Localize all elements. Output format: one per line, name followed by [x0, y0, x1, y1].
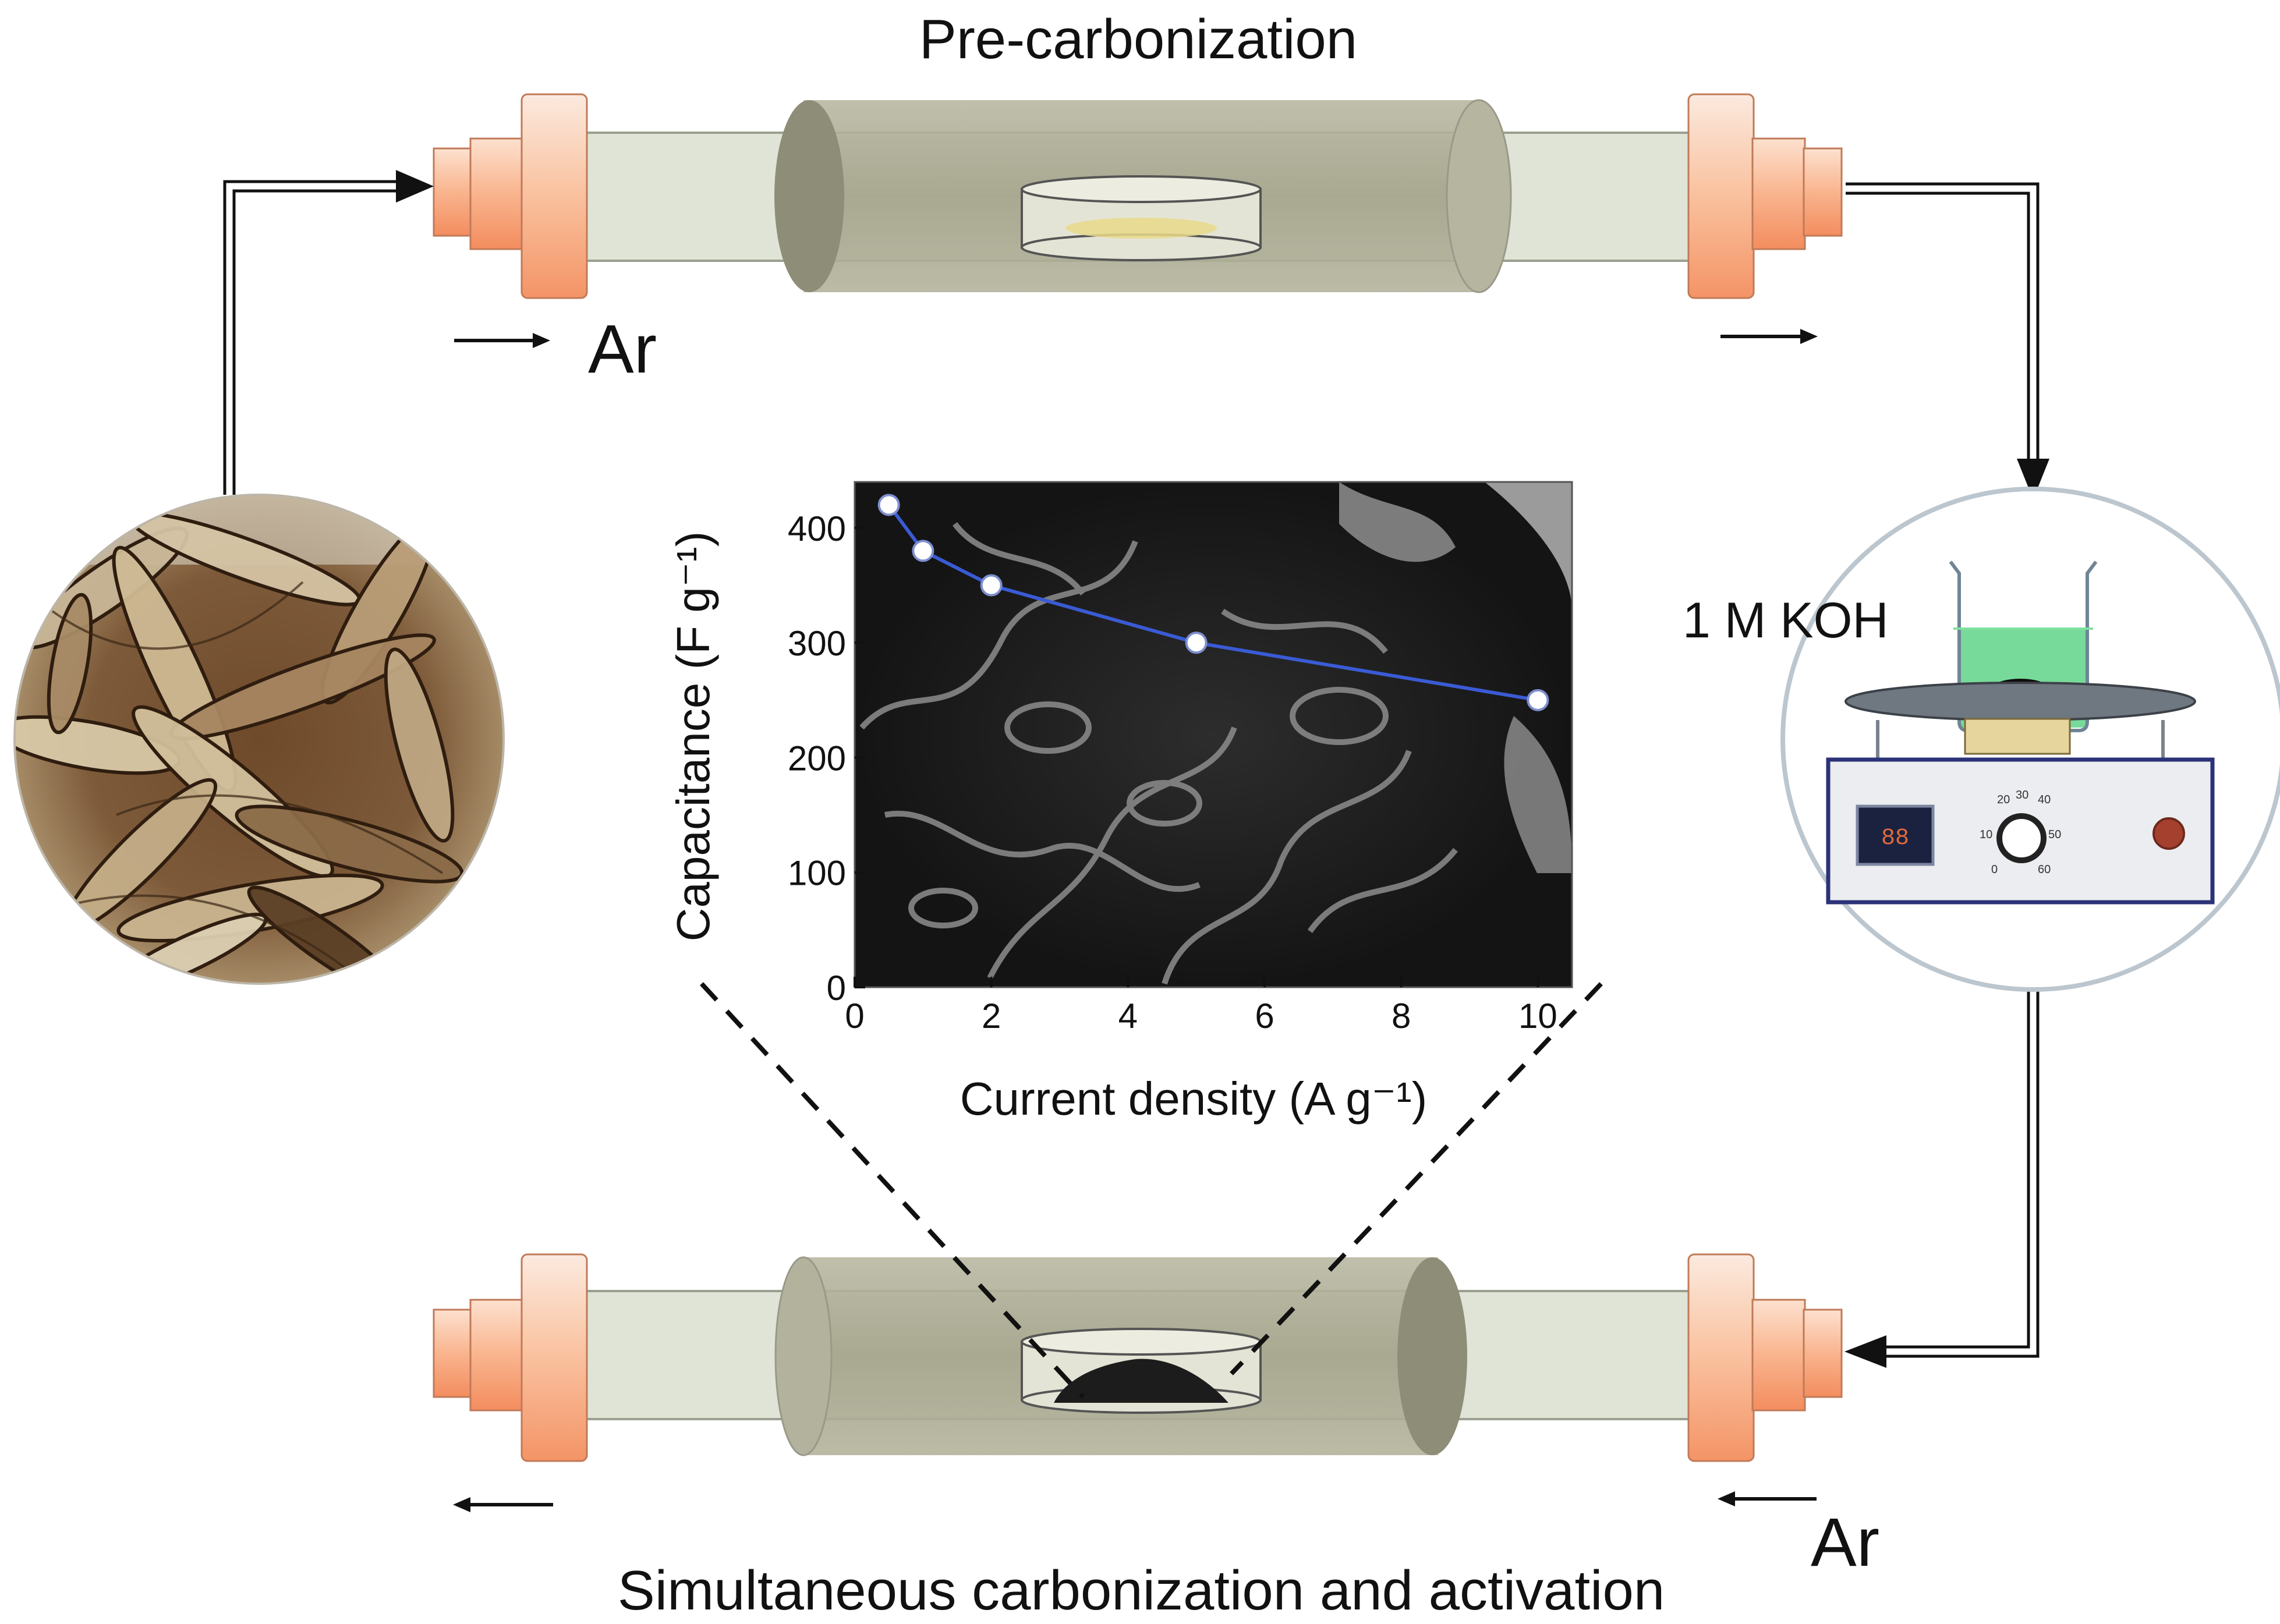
- flow-connector-bottom-right: [1886, 990, 2040, 1358]
- data-point: [1527, 689, 1549, 711]
- arrowhead-into-top-tube: [396, 170, 434, 203]
- top-right-end-cap: [1687, 93, 1843, 299]
- bottom-furnace-left-face: [774, 1256, 833, 1456]
- arrowhead-into-bottom-tube: [1844, 1335, 1886, 1368]
- x-tick-label: 8: [1392, 997, 1411, 1036]
- x-tick-label: 10: [1518, 997, 1557, 1036]
- top-process-label: Pre-carbonization: [919, 8, 1357, 70]
- stirrer-dial: 20 30 40 50 60 10 0: [1980, 789, 2061, 876]
- x-tick-label: 6: [1255, 997, 1274, 1036]
- top-outlet-flow-arrow: [1720, 329, 1818, 344]
- reagent-label: 1 M KOH: [1683, 593, 1889, 648]
- bottom-process-label: Simultaneous carbonization and activatio…: [618, 1559, 1665, 1622]
- stirrer-power-knob: [2152, 817, 2185, 850]
- svg-text:0: 0: [1991, 863, 1998, 876]
- bottom-tube-furnace: Ar Simultaneous carbonization and activa…: [433, 1253, 1879, 1622]
- bottom-furnace-right-face: [1397, 1257, 1467, 1455]
- zoom-lines: [700, 982, 1603, 1399]
- svg-text:40: 40: [2038, 793, 2051, 806]
- koh-stirrer-panel: 1 M KOH 88 20 30 40 50 60 10 0: [1683, 487, 2280, 992]
- top-gas-label: Ar: [588, 311, 657, 388]
- arrowhead-into-stirrer: [2017, 459, 2049, 499]
- x-axis-label: Current density (A g⁻¹): [960, 1073, 1428, 1125]
- bottom-inlet-flow-arrow: [1718, 1491, 1817, 1506]
- bottom-outlet-flow-arrow: [453, 1497, 553, 1512]
- top-left-end-cap: [433, 93, 588, 299]
- svg-text:50: 50: [2048, 828, 2061, 841]
- x-tick-label: 4: [1118, 997, 1138, 1036]
- bottom-gas-label: Ar: [1811, 1504, 1879, 1581]
- top-inlet-flow-arrow: [454, 333, 550, 348]
- y-tick-label: 200: [788, 739, 846, 778]
- stirrer-display-text: 88: [1881, 825, 1909, 852]
- bottom-left-end-cap: [433, 1253, 588, 1462]
- data-point: [877, 494, 900, 516]
- svg-text:20: 20: [1997, 793, 2010, 806]
- svg-text:10: 10: [1980, 828, 1992, 841]
- x-tick-label: 2: [982, 997, 1001, 1036]
- y-tick-label: 100: [788, 854, 846, 893]
- top-sample-dish: [1021, 175, 1262, 261]
- top-tube-furnace: Pre-carbonization Ar: [433, 8, 1843, 388]
- svg-text:60: 60: [2038, 863, 2051, 876]
- data-point: [980, 574, 1003, 597]
- stirrer-plate: [1844, 682, 2196, 721]
- data-point: [1185, 632, 1208, 654]
- top-furnace-right-face: [1446, 99, 1512, 293]
- svg-text:30: 30: [2016, 789, 2028, 802]
- y-tick-label: 400: [788, 509, 846, 548]
- bottom-right-end-cap: [1687, 1253, 1843, 1462]
- data-point: [912, 540, 934, 562]
- y-axis-label: Capacitance (F g⁻¹): [667, 531, 719, 942]
- stirrer-display: [1856, 804, 1935, 866]
- x-tick-label: 0: [845, 997, 864, 1036]
- top-furnace-left-face: [774, 100, 844, 292]
- flow-connector-left: [223, 180, 408, 495]
- y-tick-label: 0: [827, 969, 846, 1008]
- sem-image-background: [854, 481, 1573, 988]
- carbon-powder: [1054, 1359, 1228, 1403]
- biomass-photo: [13, 494, 505, 985]
- y-tick-label: 300: [788, 624, 846, 663]
- flow-connector-top-right: [1846, 182, 2040, 466]
